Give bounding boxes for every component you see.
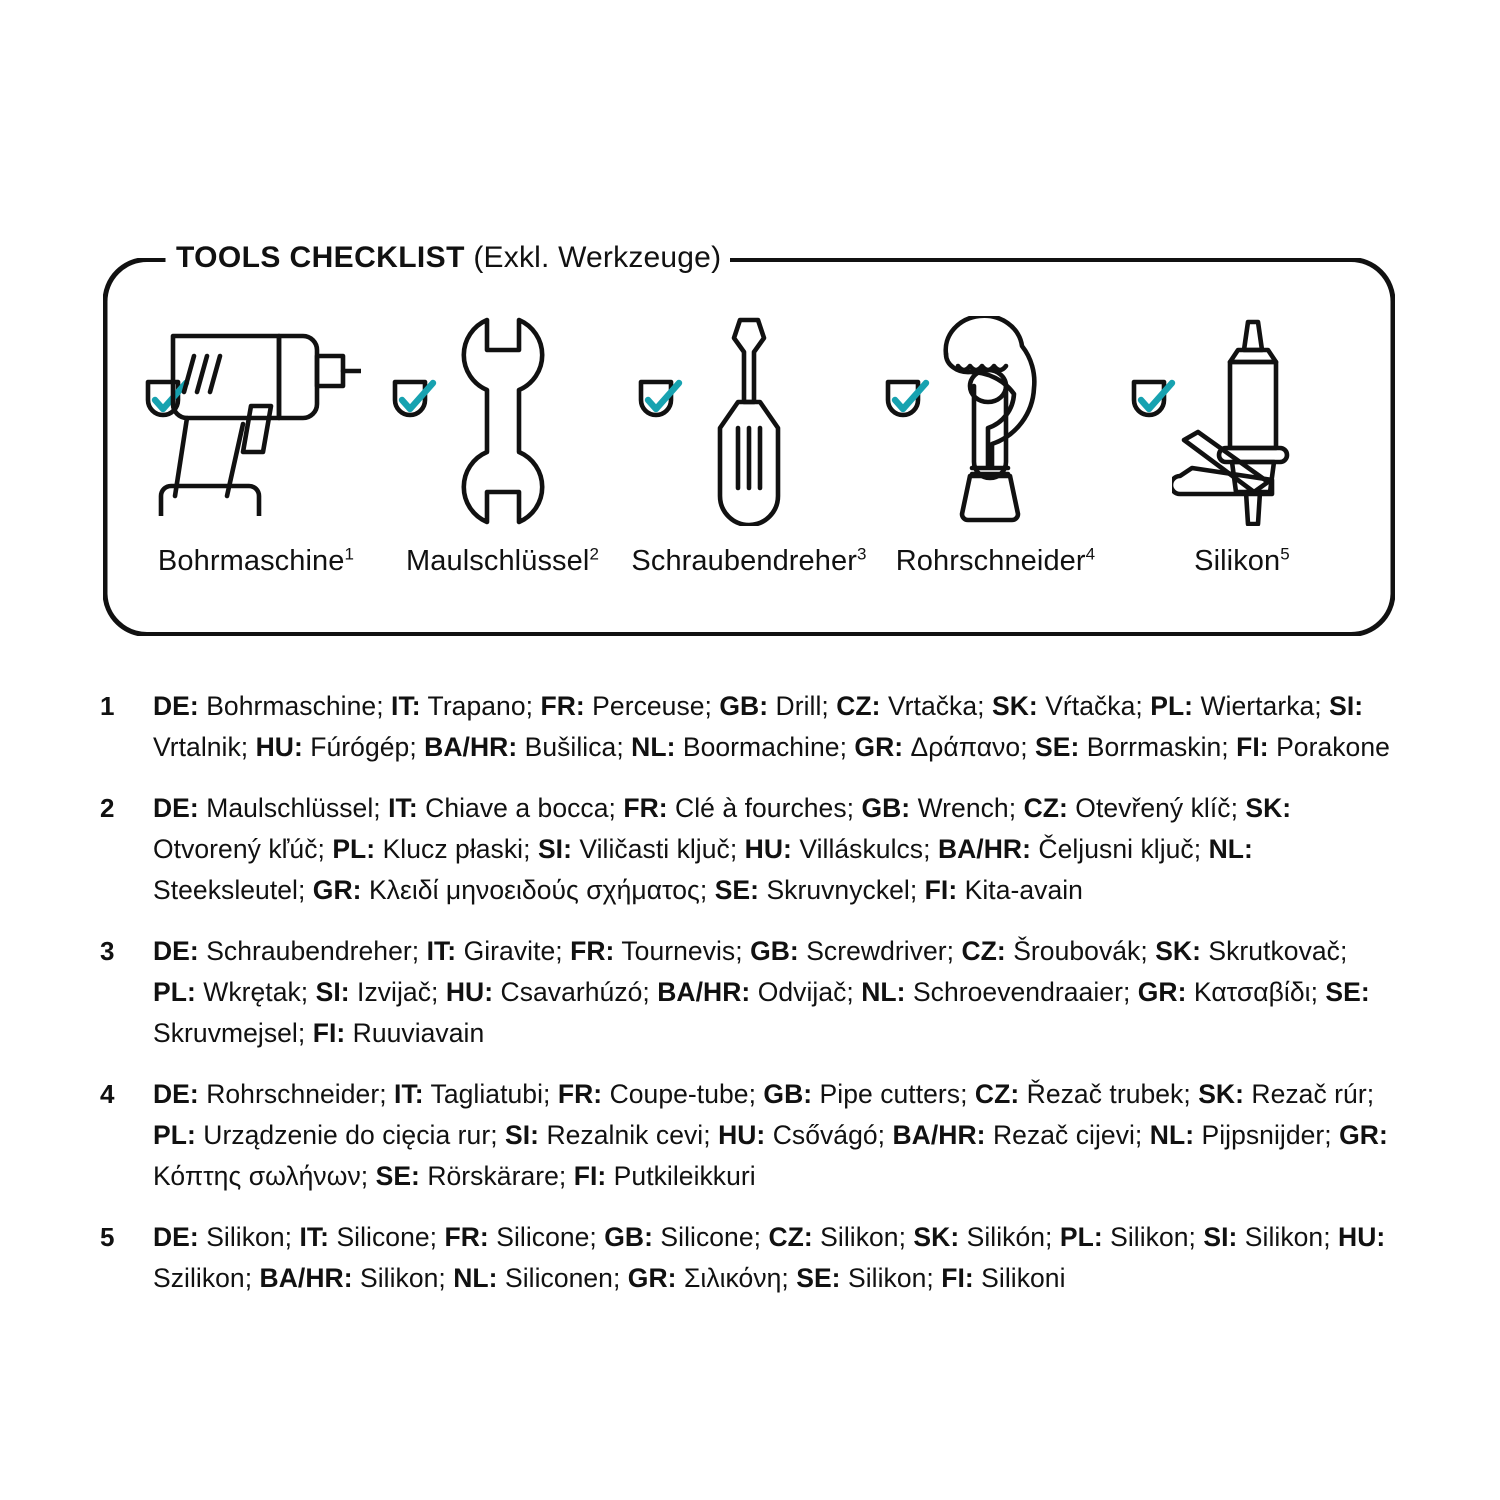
panel-title-light: (Exkl. Werkzeuge) [473,241,722,274]
tool-artwork [626,316,872,538]
check-badge-icon [1131,379,1176,418]
check-badge-icon [145,379,190,418]
tools-row: Bohrmaschine1 Maulsch [133,316,1365,578]
silicone-gun-icon [1172,319,1290,526]
footnote-number: 5 [100,1222,115,1252]
footnote-row: 4 DE: Rohrschneider; IT: Tagliatubi; FR:… [100,1074,1390,1197]
screwdriver-icon [717,317,781,526]
check-badge-icon [638,379,683,418]
footnote-row: 5 DE: Silikon; IT: Silicone; FR: Silicon… [100,1217,1390,1299]
tool-artwork [380,316,626,538]
tool-item-screwdriver[interactable]: Schraubendreher3 [626,316,872,578]
footnote-text: DE: Silikon; IT: Silicone; FR: Silicone;… [153,1222,1386,1293]
tool-label: Maulschlüssel2 [406,544,599,577]
tool-item-silicone[interactable]: Silikon5 [1119,316,1365,578]
footnote-number: 4 [100,1079,115,1109]
panel-title: TOOLS CHECKLIST (Exkl. Werkzeuge) [169,239,731,277]
footnote-text: DE: Bohrmaschine; IT: Trapano; FR: Perce… [153,691,1390,762]
tool-artwork [133,316,379,538]
footnotes-list: 1 DE: Bohrmaschine; IT: Trapano; FR: Per… [100,686,1390,1319]
footnote-number: 2 [100,793,115,823]
footnote-number: 1 [100,691,115,721]
footnote-row: 3 DE: Schraubendreher; IT: Giravite; FR:… [100,931,1390,1054]
tool-label: Rohrschneider4 [895,544,1096,577]
footnote-text: DE: Rohrschneider; IT: Tagliatubi; FR: C… [153,1079,1388,1191]
footnote-row: 1 DE: Bohrmaschine; IT: Trapano; FR: Per… [100,686,1390,768]
footnote-text: DE: Schraubendreher; IT: Giravite; FR: T… [153,936,1370,1048]
tool-label: Bohrmaschine1 [157,544,355,577]
check-badge-icon [392,379,436,418]
footnote-text: DE: Maulschlüssel; IT: Chiave a bocca; F… [153,793,1292,905]
tool-item-wrench[interactable]: Maulschlüssel2 [380,316,626,578]
tool-label: Silikon5 [1194,544,1290,577]
pipe-cutter-icon [942,316,1037,523]
tool-label: Schraubendreher3 [631,544,867,577]
wrench-icon [461,317,544,525]
panel-title-strong: TOOLS CHECKLIST [176,241,465,274]
drill-icon [158,333,361,516]
tool-artwork [1119,316,1365,538]
tool-artwork [873,316,1119,538]
footnote-row: 2 DE: Maulschlüssel; IT: Chiave a bocca;… [100,788,1390,911]
check-badge-icon [885,379,929,418]
tools-checklist-panel: TOOLS CHECKLIST (Exkl. Werkzeuge) [103,239,1395,636]
footnote-number: 3 [100,936,115,966]
tool-item-drill[interactable]: Bohrmaschine1 [133,316,379,578]
tool-item-pipe-cutter[interactable]: Rohrschneider4 [873,316,1119,578]
